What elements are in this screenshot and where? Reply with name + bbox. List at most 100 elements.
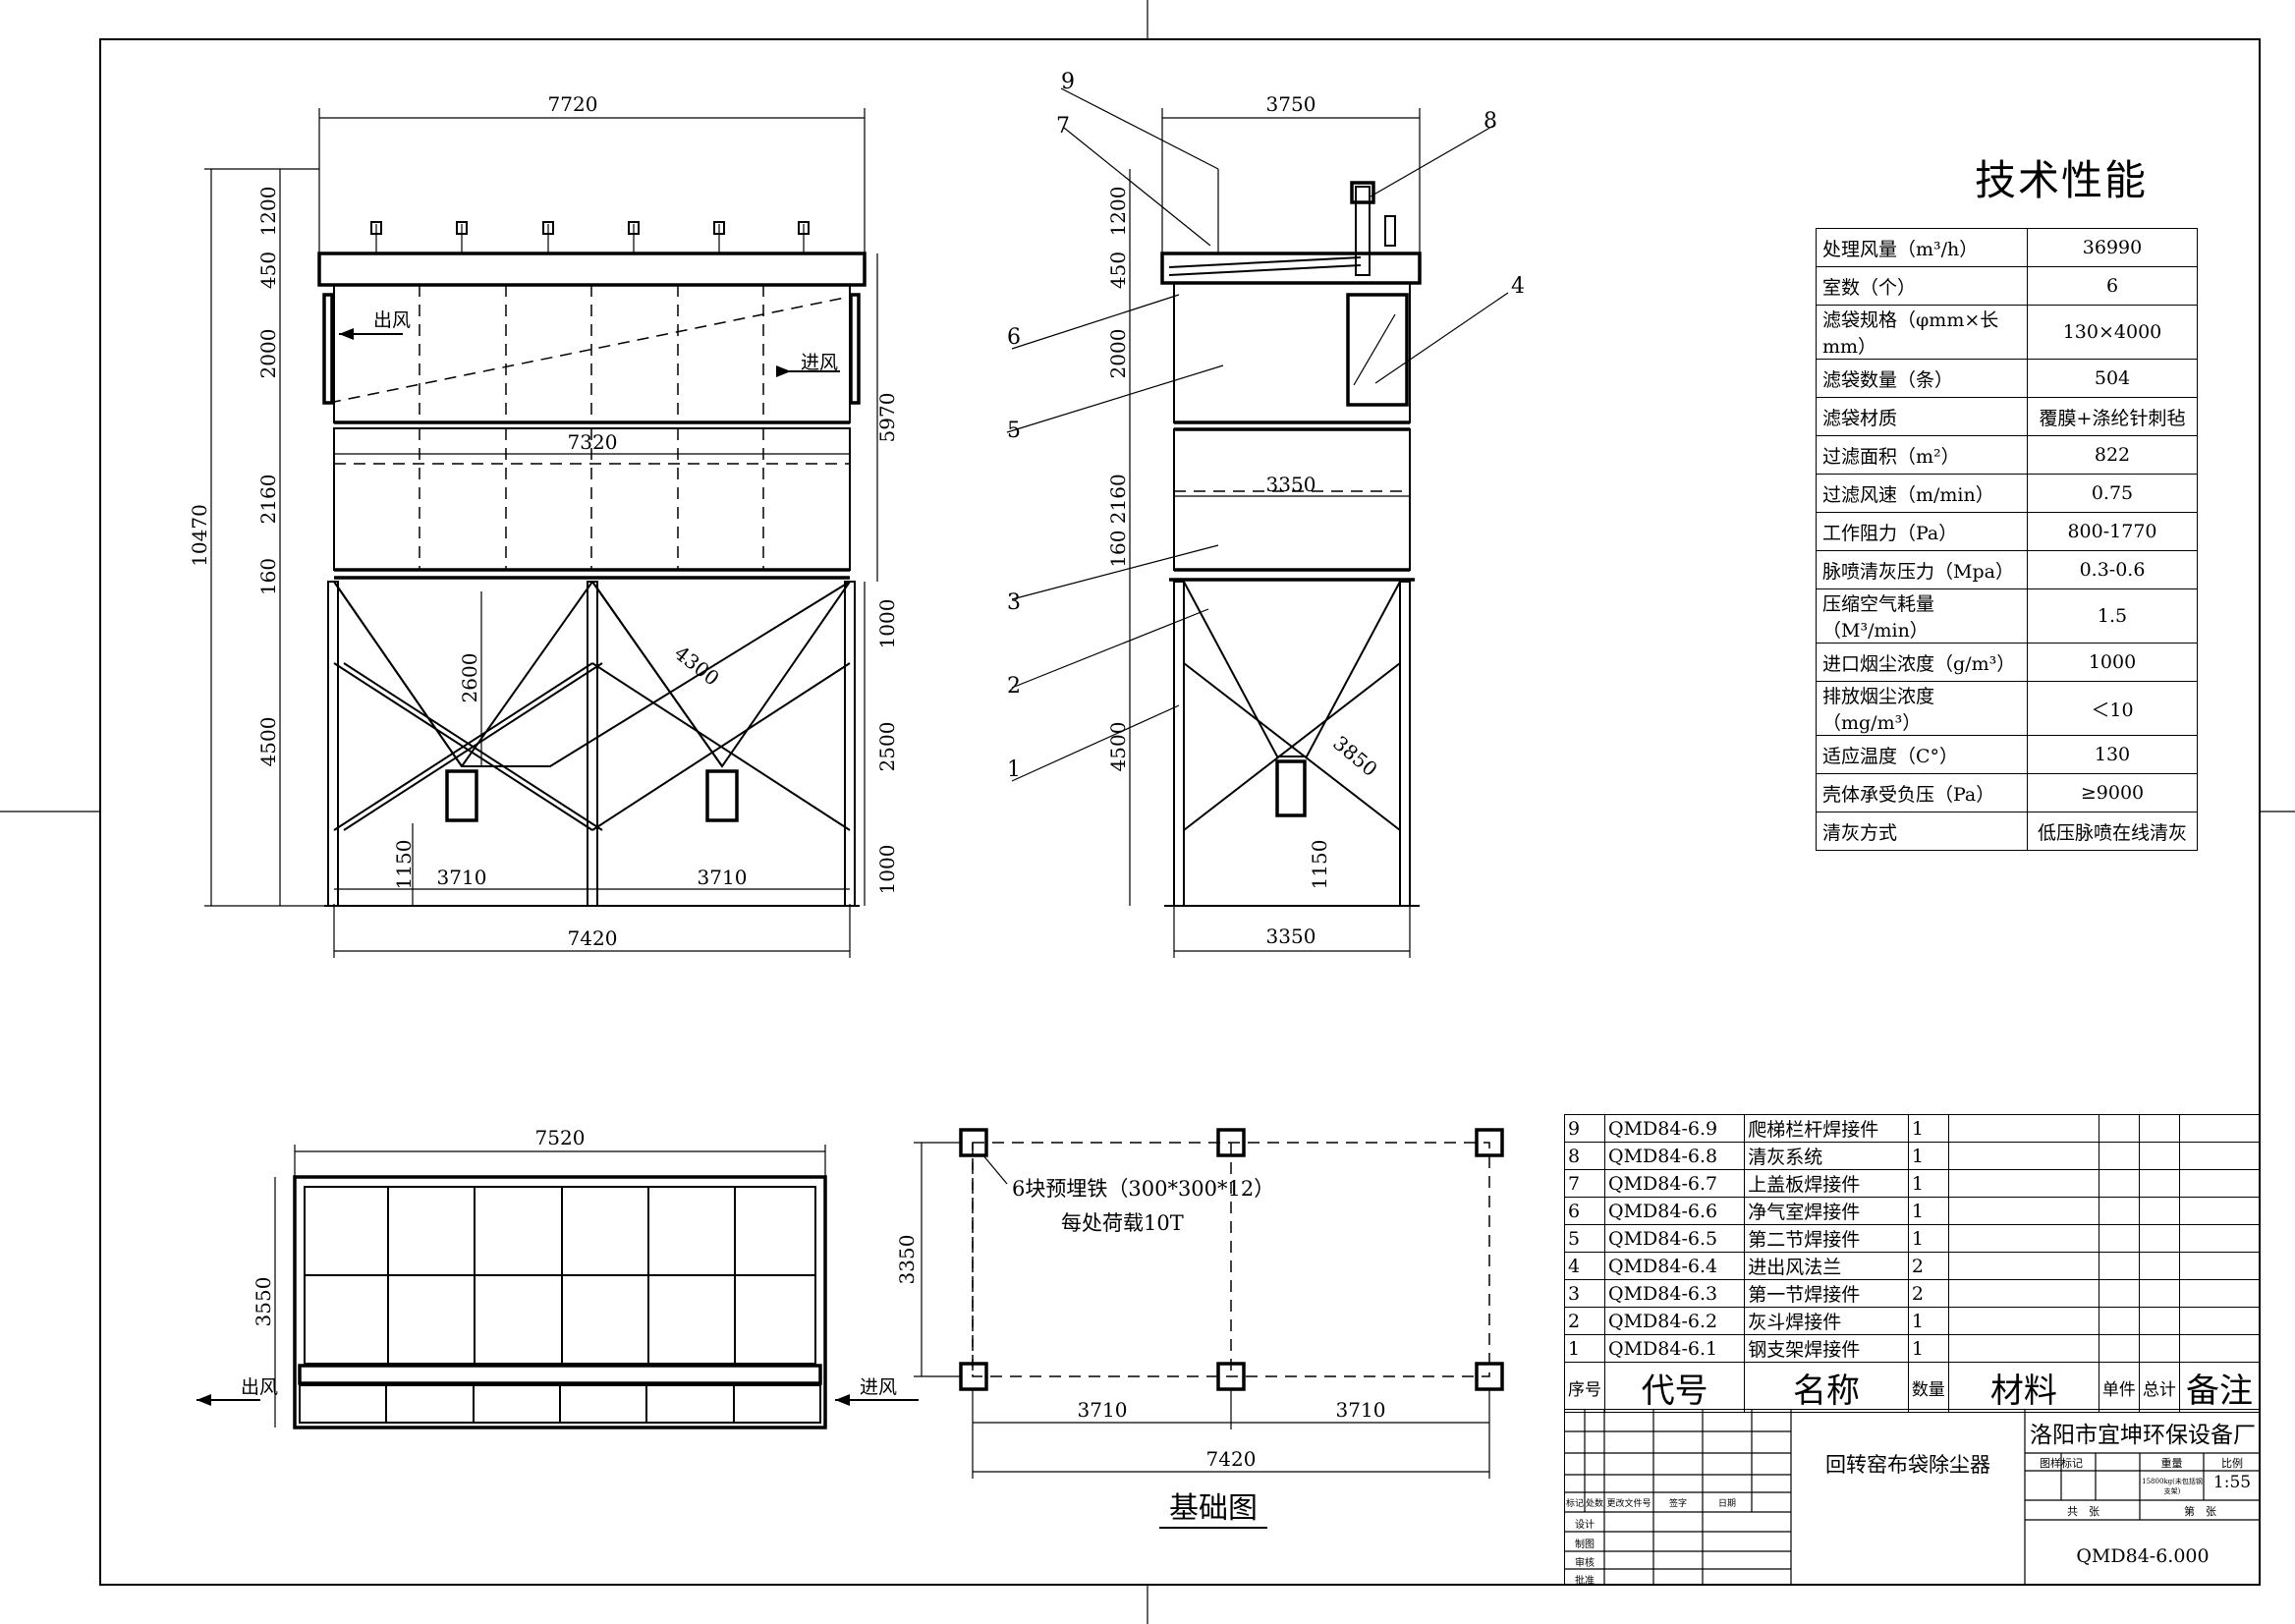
callout-5: 5: [1007, 419, 1021, 443]
spec-value: 覆膜+涤纶针刺毡: [2027, 397, 2198, 436]
spec-name: 过滤风速（m/min）: [1816, 474, 2028, 513]
title-block-grid: [1565, 1410, 2261, 1586]
foundation-dim-total: 7420: [1206, 1447, 1257, 1471]
bom-qty: 2: [1907, 1279, 1949, 1308]
foundation-title: 基础图: [1169, 1491, 1258, 1526]
bom-header-name: 名称: [1744, 1362, 1909, 1413]
spec-row: 清灰方式低压脉喷在线清灰: [1816, 812, 2198, 851]
bom-name: 进出风法兰: [1744, 1252, 1909, 1280]
spec-name: 适应温度（C°）: [1816, 735, 2028, 774]
bom-no: 7: [1564, 1169, 1605, 1198]
front-dim-h1000-b: 1000: [875, 845, 899, 895]
spec-row: 滤袋规格（φmm×长mm）130×4000: [1816, 305, 2198, 360]
spec-title: 技术性能: [1975, 156, 2149, 204]
bom-qty: 1: [1907, 1169, 1949, 1198]
spec-row: 滤袋材质覆膜+涤纶针刺毡: [1816, 397, 2198, 436]
bom-code: QMD84-6.6: [1603, 1197, 1746, 1225]
bom-no: 6: [1564, 1197, 1605, 1225]
bom-name: 上盖板焊接件: [1744, 1169, 1909, 1198]
front-dim-h2600: 2600: [458, 653, 481, 703]
bom-qty: 1: [1907, 1197, 1949, 1225]
drawing-number: QMD84-6.000: [2076, 1545, 2210, 1567]
spec-name: 工作阻力（Pa）: [1816, 512, 2028, 551]
bom-qty: 1: [1907, 1114, 1949, 1143]
front-view: 7720 7320 7420 3710 3710 10470 1200 450 …: [188, 92, 899, 958]
spec-row: 处理风量（m³/h）36990: [1816, 228, 2198, 267]
bom-code: QMD84-6.5: [1603, 1224, 1746, 1253]
col-date: 日期: [1717, 1499, 1736, 1509]
front-inlet-label: 进风: [801, 352, 838, 373]
plan-dim-width: 7520: [535, 1126, 586, 1149]
spec-name: 清灰方式: [1816, 812, 2028, 851]
side-view: 3750 3350 3350 1200 450 2000 160 2160 45…: [1006, 70, 1525, 958]
bom-no: 3: [1564, 1279, 1605, 1308]
bom-no: 1: [1564, 1334, 1605, 1363]
spec-row: 过滤风速（m/min）0.75: [1816, 474, 2198, 513]
front-dim-h4500: 4500: [256, 717, 280, 767]
side-dim-h450: 450: [1106, 252, 1130, 289]
bom-qty: 1: [1907, 1334, 1949, 1363]
spec-row: 壳体承受负压（Pa）≥9000: [1816, 773, 2198, 812]
bom-code: QMD84-6.8: [1603, 1142, 1746, 1170]
bom-qty: 1: [1907, 1142, 1949, 1170]
bom-no: 8: [1564, 1142, 1605, 1170]
foundation-note-2: 每处荷载10T: [1061, 1211, 1184, 1235]
front-outlet-label: 出风: [373, 309, 411, 331]
side-dim-h160-2160: 160 2160: [1106, 474, 1130, 567]
company-name: 洛阳市宜坤环保设备厂: [2030, 1423, 2256, 1448]
spec-value: 130×4000: [2027, 305, 2198, 360]
spec-value: 36990: [2027, 228, 2198, 267]
spec-value: ≥9000: [2027, 773, 2198, 812]
bom-no: 9: [1564, 1114, 1605, 1143]
bom-code: QMD84-6.4: [1603, 1252, 1746, 1280]
spec-value: 低压脉喷在线清灰: [2027, 812, 2198, 851]
spec-value: 6: [2027, 266, 2198, 306]
stage-label: 图样标记: [2040, 1457, 2083, 1470]
spec-name: 壳体承受负压（Pa）: [1816, 773, 2028, 812]
title-block: 回转窑布袋除尘器 洛阳市宜坤环保设备厂 图样标记 重量 比例 15800kg(未…: [1564, 1409, 2261, 1587]
col-mark: 标记: [1565, 1499, 1584, 1509]
drawing-name: 回转窑布袋除尘器: [1825, 1453, 1990, 1477]
front-dim-h1200: 1200: [256, 187, 280, 237]
col-count: 处数: [1585, 1499, 1603, 1509]
bom-header-material: 材料: [1947, 1362, 2099, 1413]
spec-value: 130: [2027, 735, 2198, 774]
spec-name: 滤袋数量（条）: [1816, 359, 2028, 398]
role-approve: 批准: [1575, 1576, 1595, 1587]
front-dim-upper-height: 5970: [875, 393, 899, 443]
front-dim-base: 7420: [568, 926, 618, 950]
callout-4: 4: [1511, 274, 1525, 299]
sheets-total: 共 张: [2067, 1505, 2099, 1518]
bom-name: 钢支架焊接件: [1744, 1334, 1909, 1363]
callout-1: 1: [1007, 757, 1021, 782]
role-design: 设计: [1575, 1520, 1595, 1531]
front-dim-h1150: 1150: [392, 840, 416, 890]
side-dim-top: 3750: [1266, 92, 1316, 116]
bom-header-no: 序号: [1564, 1362, 1605, 1413]
spec-row: 脉喷清灰压力（Mpa）0.3-0.6: [1816, 550, 2198, 589]
front-dim-h2000: 2000: [256, 329, 280, 379]
foundation-dim-height: 3350: [895, 1235, 919, 1285]
side-dim-base: 3350: [1266, 924, 1316, 948]
bom-header-unit: 单件: [2098, 1362, 2140, 1413]
plan-outlet-label: 出风: [241, 1376, 278, 1398]
callout-6: 6: [1007, 325, 1021, 350]
spec-value: 800-1770: [2027, 512, 2198, 551]
spec-name: 滤袋规格（φmm×长mm）: [1816, 305, 2028, 360]
col-sign: 签字: [1668, 1499, 1687, 1509]
front-dim-h2160: 2160: [256, 475, 280, 525]
spec-row: 进口烟尘浓度（g/m³）1000: [1816, 643, 2198, 682]
foundation-dim-span-right: 3710: [1336, 1398, 1386, 1422]
bom-header-remark: 备注: [2178, 1362, 2261, 1413]
role-draw: 制图: [1575, 1540, 1595, 1550]
spec-row: 压缩空气耗量（M³/min）1.5: [1816, 588, 2198, 644]
bom-no: 5: [1564, 1224, 1605, 1253]
bom-no: 2: [1564, 1307, 1605, 1335]
